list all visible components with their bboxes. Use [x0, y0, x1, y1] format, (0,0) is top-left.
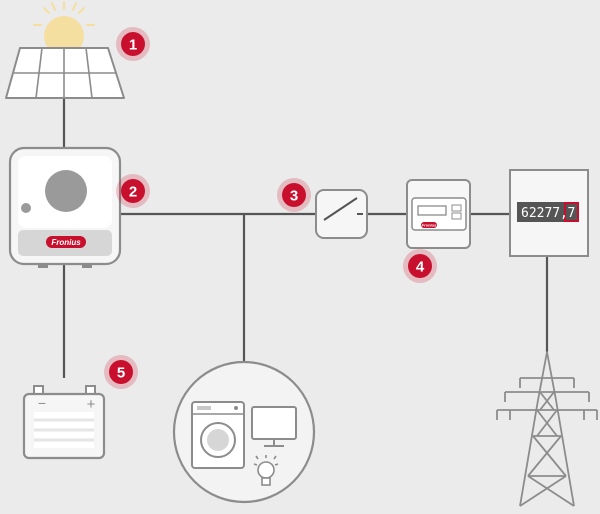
badge-2-label: 2	[129, 184, 137, 201]
smart-meter-icon: Fronius	[406, 179, 471, 249]
connection-lines	[62, 98, 549, 378]
badge-4: 4	[403, 249, 437, 283]
sun-icon	[33, 1, 95, 56]
solar-panel-icon	[5, 47, 125, 99]
utility-meter-icon: 62277 , 7	[509, 169, 589, 257]
lightbulb-icon	[253, 455, 279, 486]
power-pylon-icon	[496, 351, 598, 507]
inverter-brand-label: Fronius	[51, 238, 81, 247]
utility-meter-last-digit: 7	[568, 206, 576, 221]
battery-plus-symbol: +	[87, 396, 96, 413]
badge-2: 2	[116, 174, 150, 208]
badge-3: 3	[277, 178, 311, 212]
badge-3-label: 3	[290, 188, 298, 205]
utility-meter-separator: ,	[560, 206, 568, 221]
badge-1-label: 1	[129, 37, 137, 54]
meter-brand-label: Fronius	[422, 223, 437, 228]
badge-5: 5	[104, 355, 138, 389]
battery-minus-symbol: −	[38, 395, 46, 411]
badge-1: 1	[116, 27, 150, 61]
badge-5-label: 5	[117, 365, 125, 382]
utility-meter-digits: 62277	[521, 206, 560, 221]
inverter-icon: Fronius	[8, 146, 122, 268]
household-loads-group	[172, 360, 316, 504]
washing-machine-icon	[191, 401, 245, 469]
badge-4-label: 4	[416, 259, 425, 276]
monitor-icon	[251, 406, 297, 447]
inverter-brand-logo	[46, 236, 86, 248]
meter-brand-logo	[421, 222, 437, 228]
switch-icon	[315, 189, 368, 239]
battery-icon: − +	[22, 385, 106, 460]
